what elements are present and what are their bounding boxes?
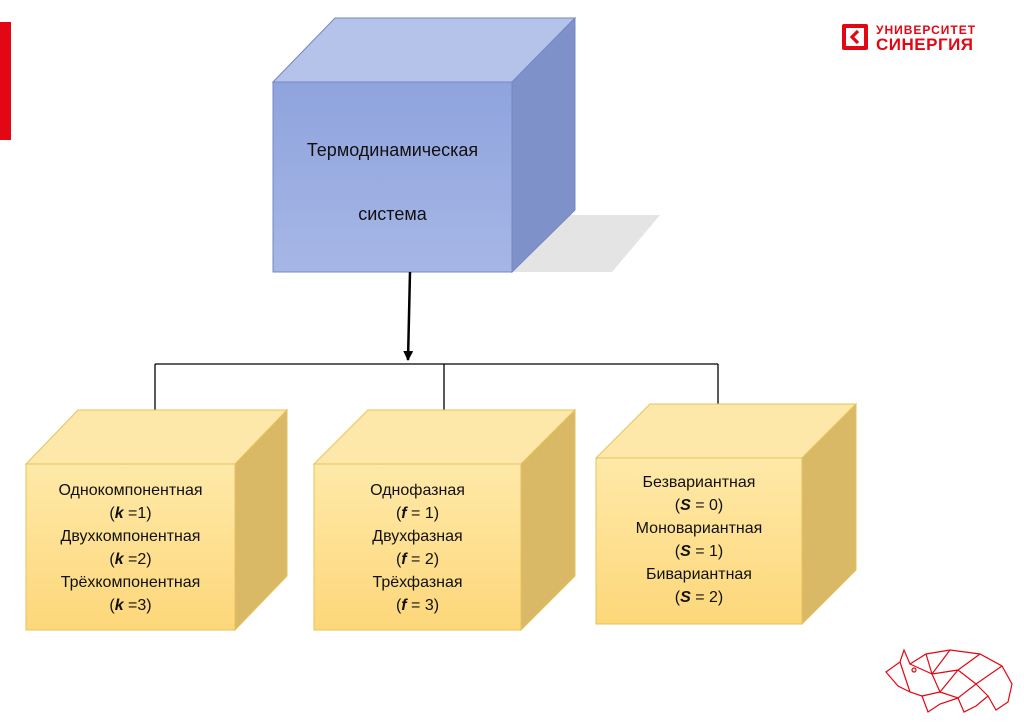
phases-cube [312, 408, 577, 632]
label-line: Моновариантная [635, 520, 763, 537]
root-connector [403, 271, 414, 361]
label-line: (S = 2) [674, 589, 724, 606]
label-line: Трёхфазная [372, 574, 463, 591]
variance-label: Безвариантная (S = 0) Моновариантная (S … [596, 471, 802, 609]
label-line: Бивариантная [646, 566, 752, 583]
label-line: (S = 0) [674, 497, 724, 514]
label-line: Двухфазная [372, 528, 463, 545]
university-logo: УНИВЕРСИТЕТ СИНЕРГИЯ [842, 18, 992, 58]
phases-label: Однофазная (f = 1) Двухфазная (f = 2) Тр… [314, 479, 521, 617]
label-line: Трёхкомпонентная [60, 574, 201, 591]
logo-text-university: УНИВЕРСИТЕТ [876, 23, 977, 37]
rhino-mascot-icon [885, 648, 1013, 713]
label-line: (f = 3) [395, 597, 440, 614]
synergy-logo-icon [842, 24, 868, 50]
root-cube [271, 16, 577, 274]
label-line: (f = 1) [395, 505, 440, 522]
root-label: Термодинамическая система [273, 118, 512, 246]
root-label-line: система [358, 204, 427, 224]
label-line: (k =2) [109, 551, 152, 568]
label-line: (S = 1) [674, 543, 724, 560]
root-label-line: Термодинамическая [306, 140, 479, 160]
label-line: Безвариантная [642, 474, 756, 491]
components-label: Однокомпонентная (k =1) Двухкомпонентная… [26, 479, 235, 617]
label-line: Двухкомпонентная [60, 528, 201, 545]
label-line: (f = 2) [395, 551, 440, 568]
red-accent-bar [0, 22, 11, 140]
label-line: Однофазная [370, 482, 465, 499]
label-line: Однокомпонентная [58, 482, 203, 499]
label-line: (k =3) [109, 597, 152, 614]
label-line: (k =1) [109, 505, 152, 522]
logo-text-synergy: СИНЕРГИЯ [876, 35, 974, 54]
variance-cube [594, 402, 858, 626]
components-cube [24, 408, 289, 632]
